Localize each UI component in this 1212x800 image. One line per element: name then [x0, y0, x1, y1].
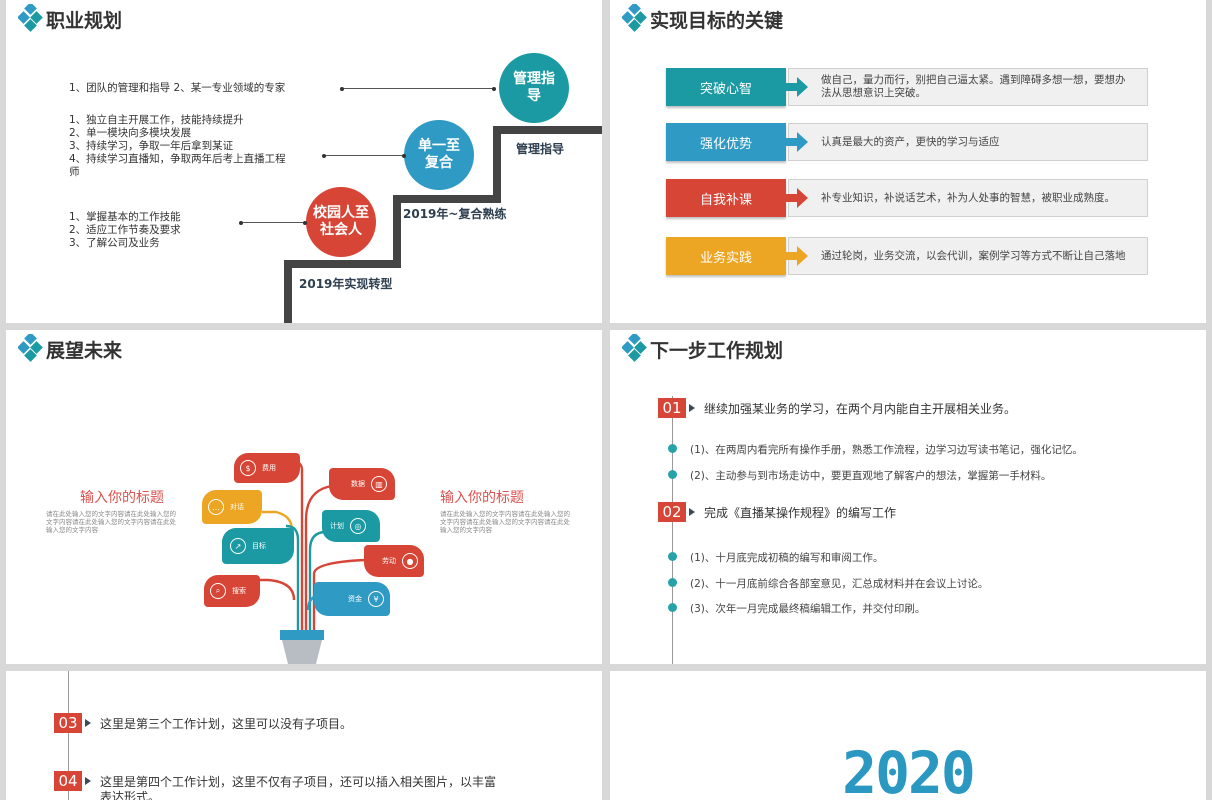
step-label-composite: 2019年~复合熟练 — [403, 207, 507, 221]
leaf-search: ⌕搜索 — [204, 575, 260, 607]
level-circle-management: 管理指导 — [499, 53, 569, 123]
key-label: 自我补课 — [666, 179, 786, 217]
key-row-strengthen: 认真是最大的资产，更快的学习与适应 强化优势 — [666, 123, 1148, 161]
bullet-dot — [668, 552, 677, 561]
plan-number: 03 — [54, 713, 82, 733]
key-label: 强化优势 — [666, 123, 786, 161]
stair-line — [284, 260, 292, 323]
timeline-line — [672, 396, 673, 664]
pot-icon — [282, 640, 322, 664]
slide-year-cover[interactable]: 2020 — [610, 671, 1206, 800]
plan-subitem: (1)、在两周内看完所有操作手册，熟悉工作流程，边学习边写读书笔记，强化记忆。 — [690, 444, 1083, 456]
connector-line — [322, 153, 406, 158]
timeline-line — [68, 671, 69, 800]
stair-line — [393, 195, 498, 203]
level-list-transition: 1、掌握基本的工作技能 2、适应工作节奏及要求 3、了解公司及业务 — [69, 211, 181, 249]
key-row-breakthrough: 做自己，量力而行，别把自己逼太紧。遇到障碍多想一想，要想办法从思想意识上突破。 … — [666, 68, 1148, 106]
trend-icon: ↗ — [230, 538, 246, 554]
dollar-icon: $ — [240, 460, 256, 476]
plan-heading: 这里是第四个工作计划，这里不仅有子项目，还可以插入相关图片，以丰富 — [100, 775, 497, 789]
year-heading: 2020 — [842, 739, 976, 800]
arrow-right-icon — [786, 68, 808, 106]
connector-line — [340, 86, 496, 91]
bullet-dot — [668, 578, 677, 587]
stair-line — [393, 195, 401, 268]
pot-rim — [280, 630, 324, 640]
slide-title: 实现目标的关键 — [650, 10, 784, 32]
diamond-logo-icon — [622, 4, 647, 32]
chat-icon: … — [208, 499, 224, 515]
arrow-right-icon — [786, 123, 808, 161]
bullet-dot — [668, 444, 677, 453]
stair-line — [284, 260, 399, 268]
key-desc: 补专业知识，补说话艺术，补为人处事的智慧，被职业成熟度。 — [788, 179, 1148, 217]
level-list-management: 1、团队的管理和指导 2、某一专业领域的专家 — [69, 82, 286, 94]
connector-line — [239, 220, 307, 225]
slide-more-plans[interactable]: 03 这里是第三个工作计划，这里可以没有子项目。 04 这里是第四个工作计划，这… — [6, 671, 602, 800]
leaf-labor: 劳动● — [364, 545, 424, 577]
slide-next-steps[interactable]: 下一步工作规划 01 继续加强某业务的学习，在两个月内能自主开展相关业务。 (1… — [610, 330, 1206, 664]
key-row-self-study: 补专业知识，补说话艺术，补为人处事的智慧，被职业成熟度。 自我补课 — [666, 179, 1148, 217]
coin-icon: ¥ — [368, 591, 384, 607]
plan-subitem: (1)、十月底完成初稿的编写和审阅工作。 — [690, 552, 884, 564]
leaf-data: 数据▥ — [329, 468, 395, 500]
plan-number: 02 — [658, 502, 686, 522]
diamond-logo-icon — [18, 4, 43, 32]
key-desc: 认真是最大的资产，更快的学习与适应 — [788, 123, 1148, 161]
plan-heading: 继续加强某业务的学习，在两个月内能自主开展相关业务。 — [704, 402, 1017, 416]
level-list-composite: 1、独立自主开展工作，技能持续提升 2、单一模块向多模块发展 3、持续学习，争取… — [69, 114, 286, 178]
diamond-logo-icon — [18, 334, 43, 362]
plan-heading: 完成《直播某操作规程》的编写工作 — [704, 506, 897, 520]
drop-icon: ● — [402, 553, 418, 569]
plan-number: 01 — [658, 398, 686, 418]
step-label-transition: 2019年实现转型 — [299, 277, 393, 291]
right-heading: 输入你的标题 — [440, 490, 524, 506]
level-circle-composite: 单一至复合 — [404, 120, 474, 190]
slide-title: 下一步工作规划 — [650, 340, 784, 362]
slide-title: 职业规划 — [46, 10, 123, 32]
target-grid-icon: ◎ — [350, 518, 366, 534]
bullet-dot — [668, 470, 677, 479]
pointer-icon — [689, 404, 695, 412]
key-label: 业务实践 — [666, 237, 786, 275]
leaf-goal: ↗目标 — [222, 528, 294, 564]
right-subtext: 请在此处输入您的文字内容请在此处输入您的文字内容请在此处输入您的文字内容请在此处… — [440, 510, 570, 534]
chart-icon: ▥ — [371, 476, 387, 492]
leaf-funds: 资金¥ — [314, 582, 390, 616]
pointer-icon — [85, 777, 91, 785]
slide-keys-to-goal[interactable]: 实现目标的关键 做自己，量力而行，别把自己逼太紧。遇到障碍多想一想，要想办法从思… — [610, 0, 1206, 323]
stair-line — [493, 126, 602, 134]
key-label: 突破心智 — [666, 68, 786, 106]
arrow-right-icon — [786, 179, 808, 217]
pointer-icon — [689, 508, 695, 516]
plan-number: 04 — [54, 771, 82, 791]
leaf-cost: $费用 — [234, 453, 300, 483]
leaf-plan: 计划◎ — [322, 510, 380, 542]
bullet-dot — [668, 603, 677, 612]
search-icon: ⌕ — [210, 583, 226, 599]
slide-title: 展望未来 — [46, 340, 123, 362]
plan-heading-continued: 表达形式。 — [100, 790, 161, 800]
plan-heading: 这里是第三个工作计划，这里可以没有子项目。 — [100, 717, 353, 731]
slide-future-outlook[interactable]: 展望未来 输入你的标题 请在此处输入您的文字内容请在此处输入您的文字内容请在此处… — [6, 330, 602, 664]
key-desc: 做自己，量力而行，别把自己逼太紧。遇到障碍多想一想，要想办法从思想意识上突破。 — [788, 68, 1148, 106]
level-circle-transition: 校园人至社会人 — [306, 187, 376, 257]
plan-subitem: (2)、主动参与到市场走访中，要更直观地了解客户的想法，掌握第一手材料。 — [690, 470, 1052, 482]
stair-line — [493, 126, 501, 203]
arrow-right-icon — [786, 237, 808, 275]
plan-subitem: (2)、十一月底前综合各部室意见，汇总成材料并在会议上讨论。 — [690, 578, 989, 590]
key-row-practice: 通过轮岗，业务交流，以会代训，案例学习等方式不断让自己落地 业务实践 — [666, 237, 1148, 275]
diamond-logo-icon — [622, 334, 647, 362]
plan-subitem: (3)、次年一月完成最终稿编辑工作，并交付印刷。 — [690, 603, 926, 615]
left-subtext: 请在此处输入您的文字内容请在此处输入您的文字内容请在此处输入您的文字内容请在此处… — [46, 510, 176, 534]
key-desc: 通过轮岗，业务交流，以会代训，案例学习等方式不断让自己落地 — [788, 237, 1148, 275]
left-heading: 输入你的标题 — [80, 490, 164, 506]
pointer-icon — [85, 719, 91, 727]
slide-career-plan[interactable]: 职业规划 管理指导 单一至复合 校园人至社会人 管理指导 2019年~复合熟练 … — [6, 0, 602, 323]
step-label-management: 管理指导 — [516, 142, 565, 156]
leaf-dialogue: …对话 — [202, 490, 262, 524]
